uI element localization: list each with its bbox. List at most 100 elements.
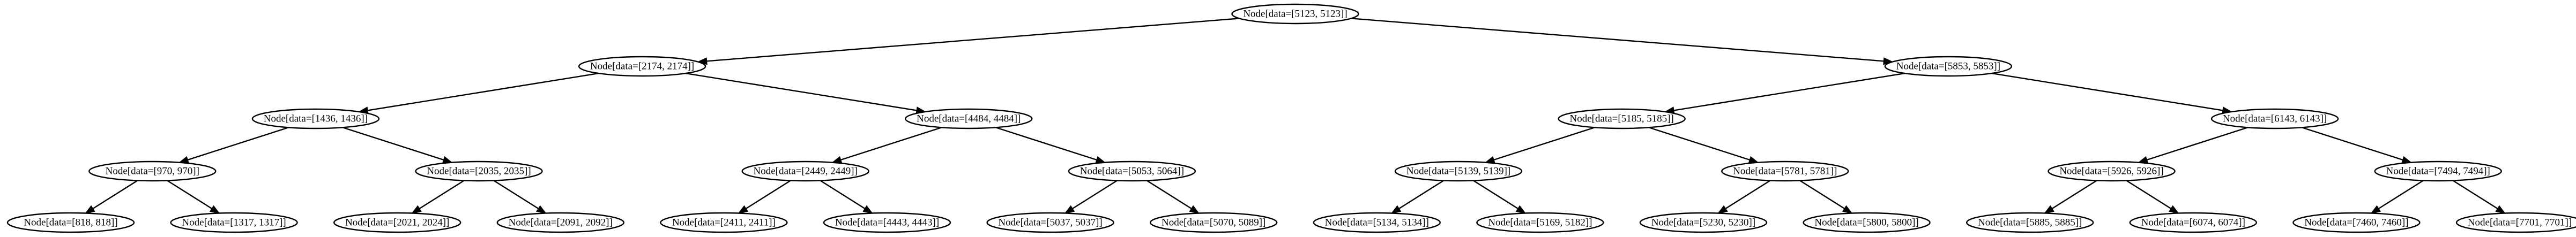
tree-node: Node[data=[5185, 5185]]	[1558, 108, 1686, 129]
node-ellipse	[2455, 212, 2576, 233]
tree-node: Node[data=[5853, 5853]]	[1884, 56, 2013, 77]
node-ellipse	[1884, 56, 2013, 77]
node-ellipse	[1639, 212, 1768, 233]
arrow-head-icon	[1717, 205, 1728, 214]
arrow-head-icon	[2169, 205, 2179, 214]
tree-node: Node[data=[2021, 2024]]	[333, 212, 461, 233]
node-label: Node[data=[1436, 1436]]	[264, 113, 368, 125]
tree-edge	[2051, 180, 2097, 209]
node-ellipse	[2374, 160, 2502, 182]
tree-edge	[419, 180, 465, 209]
tree-edge	[1725, 180, 1771, 209]
node-label: Node[data=[5885, 5885]]	[1978, 217, 2082, 228]
node-label: Node[data=[5053, 5064]]	[1080, 166, 1184, 177]
tree-node: Node[data=[2174, 2174]]	[578, 56, 706, 77]
arrow-head-icon	[1390, 205, 1402, 214]
node-ellipse	[660, 212, 788, 233]
node-label: Node[data=[6143, 6143]]	[2223, 113, 2327, 125]
node-label: Node[data=[2411, 2411]]	[672, 217, 776, 228]
tree-edge	[1648, 127, 1750, 160]
node-label: Node[data=[5853, 5853]]	[1896, 61, 2000, 72]
tree-edge	[343, 127, 444, 160]
tree-node: Node[data=[2091, 2092]]	[496, 212, 625, 233]
arrow-head-icon	[536, 205, 547, 214]
arrow-head-icon	[2495, 205, 2506, 214]
tree-node: Node[data=[970, 970]]	[88, 160, 217, 182]
node-ellipse	[1068, 160, 1196, 182]
node-ellipse	[1721, 160, 1849, 182]
node-label: Node[data=[2021, 2024]]	[345, 217, 449, 228]
tree-node: Node[data=[4443, 4443]]	[823, 212, 951, 233]
arrow-head-icon	[862, 205, 874, 214]
tree-node: Node[data=[7494, 7494]]	[2374, 160, 2502, 182]
tree-node: Node[data=[1317, 1317]]	[170, 212, 298, 233]
tree-edge	[1351, 18, 1884, 62]
tree-edge	[746, 180, 791, 209]
node-label: Node[data=[7460, 7460]]	[2304, 217, 2408, 228]
tree-node: Node[data=[5134, 5134]]	[1313, 212, 1441, 233]
node-ellipse	[2048, 160, 2176, 182]
node-ellipse	[496, 212, 625, 233]
arrow-head-icon	[2044, 205, 2054, 214]
tree-node: Node[data=[5053, 5064]]	[1068, 160, 1196, 182]
arrow-head-icon	[209, 205, 220, 214]
node-label: Node[data=[2174, 2174]]	[590, 61, 694, 72]
node-ellipse	[170, 212, 298, 233]
tree-edge	[2302, 127, 2403, 160]
tree-node: Node[data=[5070, 5089]]	[1149, 212, 1278, 233]
node-label: Node[data=[5123, 5123]]	[1243, 9, 1347, 20]
node-label: Node[data=[5781, 5781]]	[1733, 166, 1837, 177]
tree-edge	[1146, 180, 1192, 209]
node-ellipse	[823, 212, 951, 233]
tree-edge	[1673, 72, 1905, 111]
arrow-head-icon	[1189, 205, 1200, 214]
arrow-head-icon	[84, 205, 95, 214]
arrow-head-icon	[411, 205, 422, 214]
tree-node: Node[data=[4484, 4484]]	[905, 108, 1033, 129]
node-label: Node[data=[2449, 2449]]	[754, 166, 858, 177]
node-label: Node[data=[818, 818]]	[24, 217, 117, 228]
tree-node: Node[data=[5037, 5037]]	[986, 212, 1114, 233]
node-label: Node[data=[5169, 5182]]	[1488, 217, 1592, 228]
tree-node: Node[data=[2035, 2035]]	[415, 160, 543, 182]
tree-edge	[187, 127, 289, 160]
node-ellipse	[905, 108, 1033, 129]
tree-node: Node[data=[6074, 6074]]	[2129, 212, 2258, 233]
tree-edge	[1398, 180, 1444, 209]
node-label: Node[data=[5139, 5139]]	[1406, 166, 1510, 177]
node-ellipse	[1394, 160, 1523, 182]
tree-edge	[840, 127, 942, 160]
node-ellipse	[1149, 212, 1278, 233]
node-ellipse	[578, 56, 706, 77]
node-label: Node[data=[7701, 7701]]	[2468, 217, 2572, 228]
arrow-head-icon	[1842, 205, 1853, 214]
tree-edge	[493, 180, 539, 209]
tree-edge	[1493, 127, 1595, 160]
node-ellipse	[415, 160, 543, 182]
node-label: Node[data=[5926, 5926]]	[2059, 166, 2163, 177]
node-ellipse	[2210, 108, 2339, 129]
tree-node: Node[data=[5885, 5885]]	[1965, 212, 2094, 233]
node-label: Node[data=[5800, 5800]]	[1814, 217, 1918, 228]
tree-node: Node[data=[5926, 5926]]	[2048, 160, 2176, 182]
node-ellipse	[333, 212, 461, 233]
node-label: Node[data=[5134, 5134]]	[1325, 217, 1429, 228]
node-label: Node[data=[2091, 2092]]	[509, 217, 613, 228]
arrow-head-icon	[1515, 205, 1527, 214]
node-label: Node[data=[970, 970]]	[106, 166, 199, 177]
tree-edge	[2126, 180, 2172, 209]
edge-layer	[84, 18, 2506, 214]
node-label: Node[data=[5070, 5089]]	[1162, 217, 1265, 228]
tree-node: Node[data=[5230, 5230]]	[1639, 212, 1768, 233]
tree-edge	[367, 72, 599, 111]
node-ellipse	[1476, 212, 1604, 233]
tree-node: Node[data=[5123, 5123]]	[1231, 3, 1359, 25]
tree-edge	[1799, 180, 1845, 209]
node-ellipse	[2292, 212, 2421, 233]
tree-node: Node[data=[7701, 7701]]	[2455, 212, 2576, 233]
tree-node: Node[data=[818, 818]]	[6, 212, 135, 233]
node-label: Node[data=[2035, 2035]]	[427, 166, 531, 177]
node-layer: Node[data=[5123, 5123]] Node[data=[2174, …	[6, 3, 2576, 233]
tree-node: Node[data=[5169, 5182]]	[1476, 212, 1604, 233]
